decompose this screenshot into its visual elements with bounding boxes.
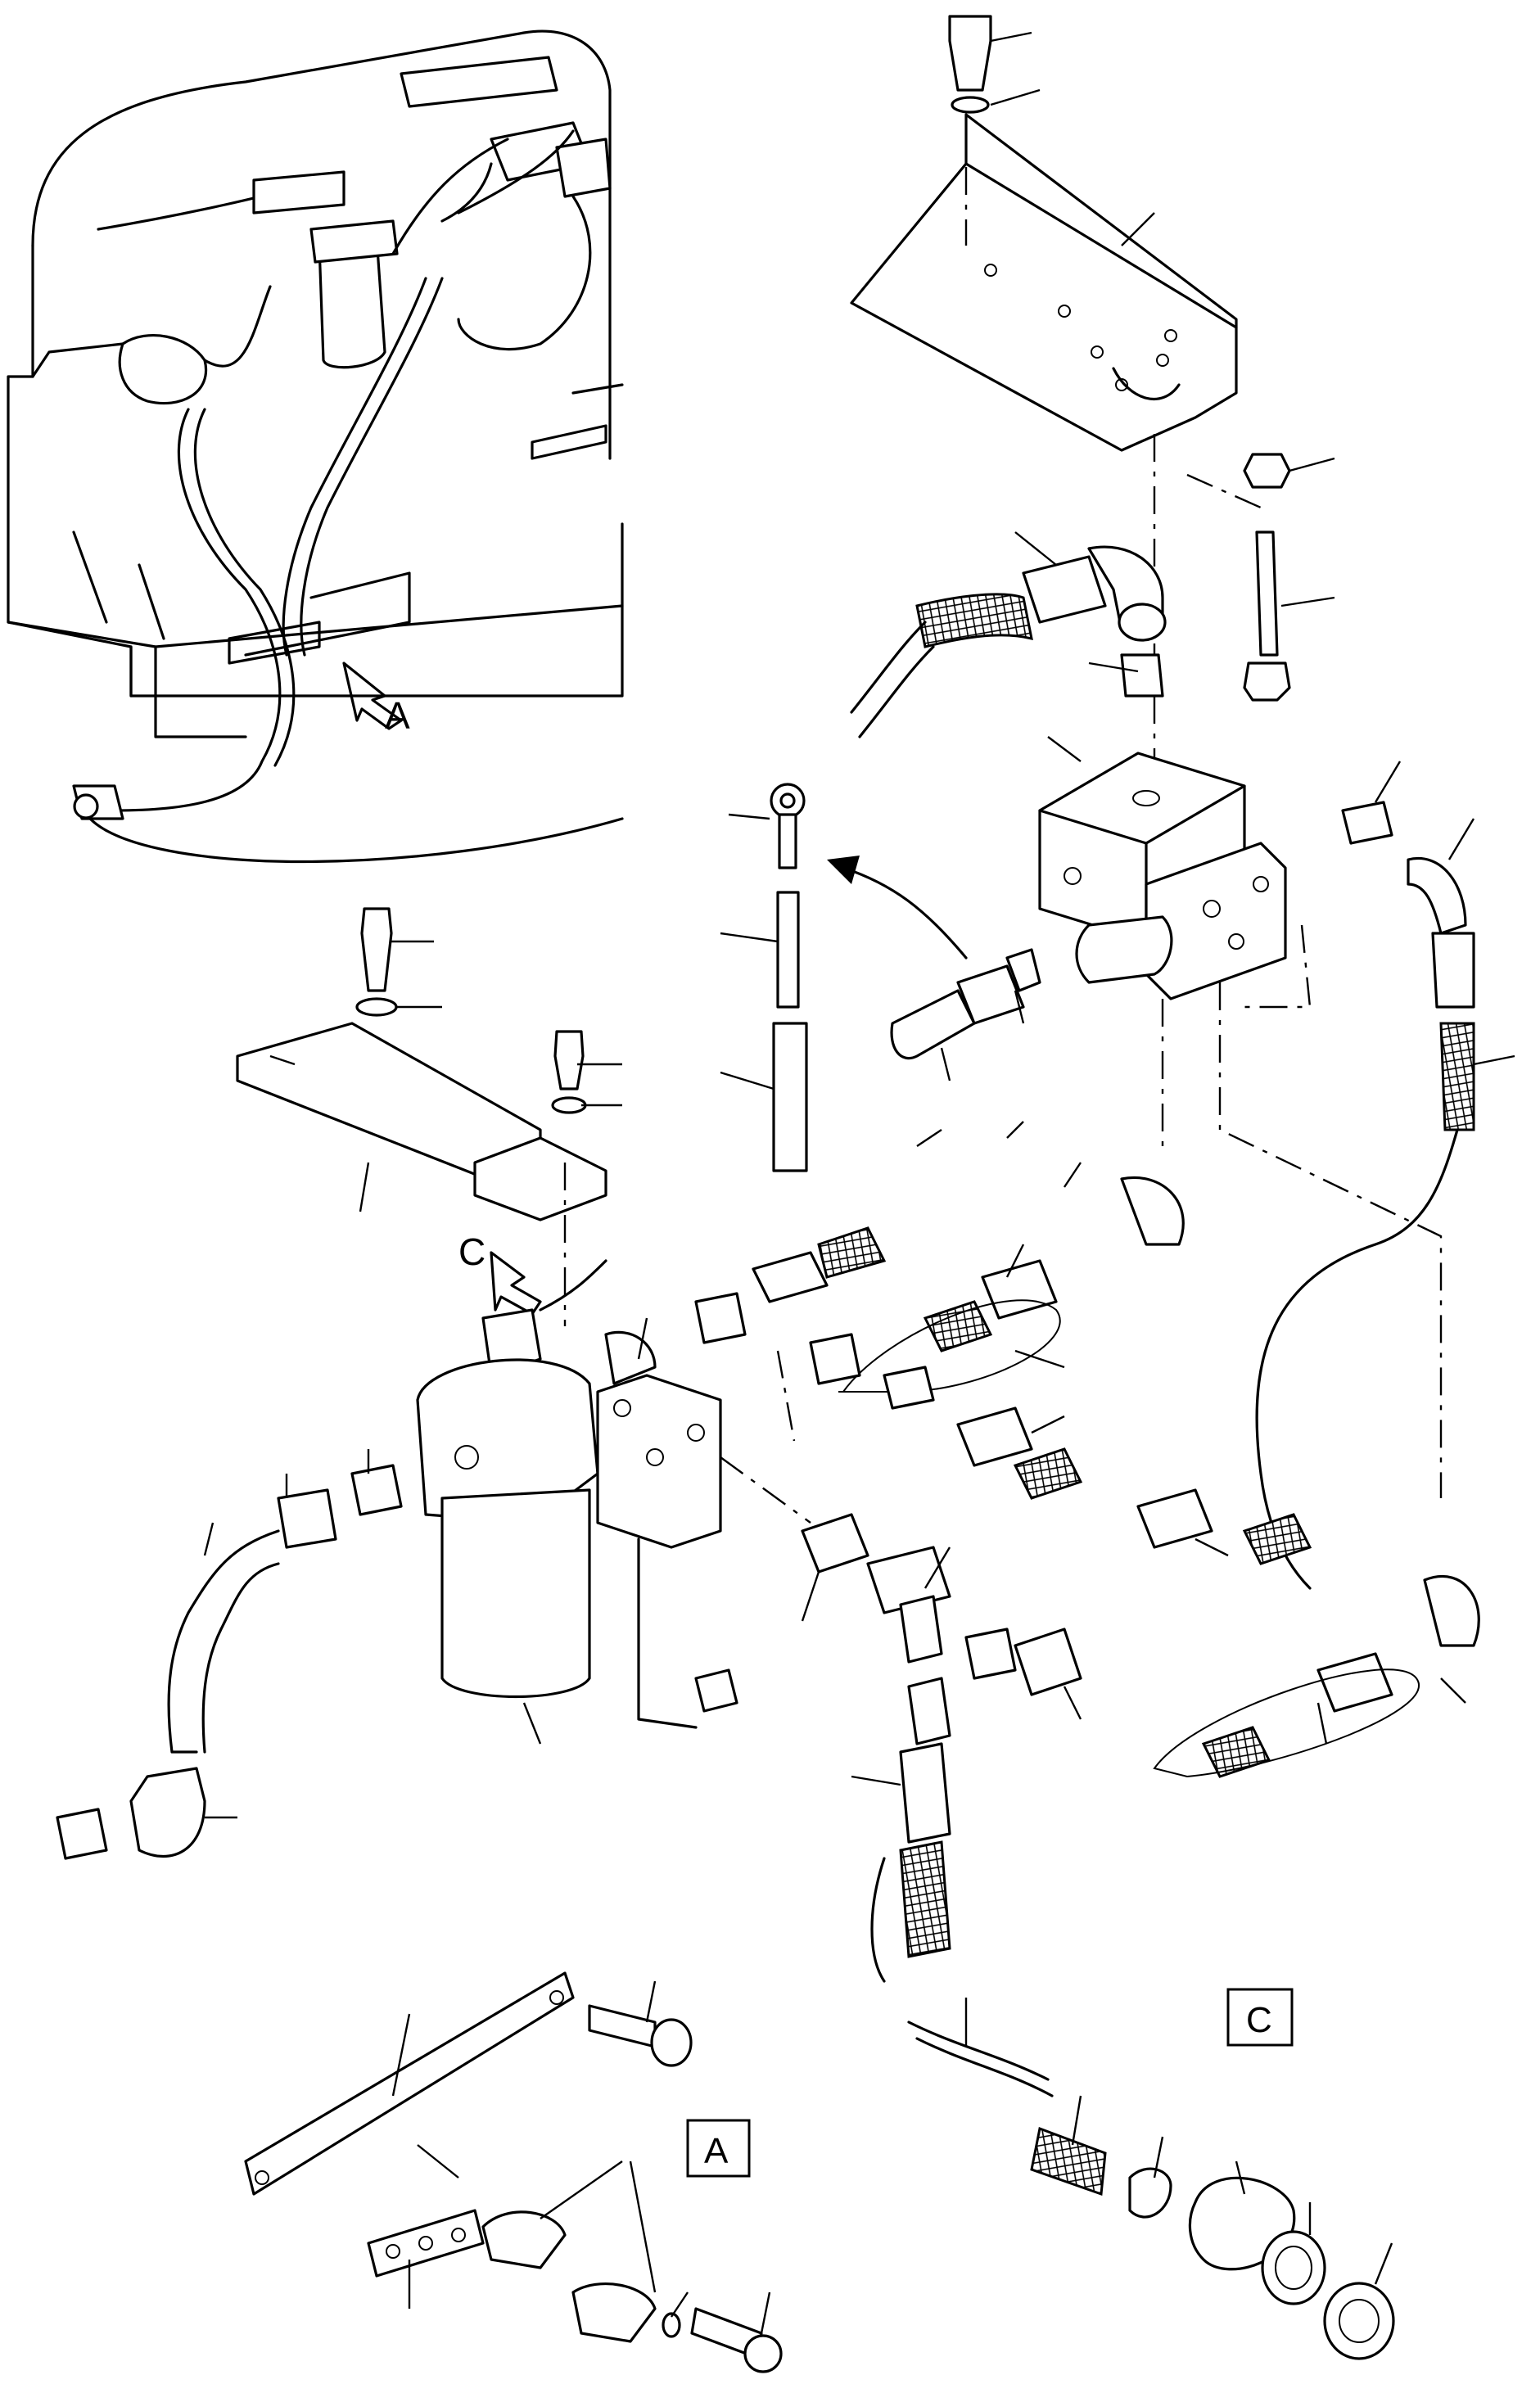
lower-left-bracket	[236, 907, 622, 1221]
detail-a: A	[244, 1971, 783, 2373]
assembly-centerlines	[563, 924, 1443, 1524]
nut-and-bolt	[1153, 434, 1335, 770]
detail-c-label: C	[1246, 2000, 1272, 2040]
center-hose-assemblies	[694, 1121, 1185, 1500]
tee-fittings	[801, 1488, 1480, 1778]
view-c-indicator: C	[458, 1230, 542, 1316]
elbow-hose-assembly	[850, 531, 1167, 738]
detail-a-label: A	[704, 2131, 729, 2171]
view-c-label: C	[458, 1230, 485, 1273]
machine-overview	[7, 29, 624, 864]
valve-block	[1038, 736, 1287, 1000]
pressure-filter	[416, 1259, 607, 1745]
direction-arrow	[827, 856, 968, 959]
lower-vertical-hose	[851, 1742, 951, 1983]
left-hose-assembly	[56, 1449, 403, 1860]
top-mounting-bracket	[850, 15, 1238, 452]
detail-c: C	[907, 1988, 1395, 2360]
right-hose-assembly	[1255, 761, 1515, 1590]
plug-connector	[890, 948, 1041, 1081]
manifold-block	[596, 1317, 738, 1729]
cable-terminal	[720, 783, 808, 1172]
view-a-indicator: A	[342, 661, 410, 737]
view-a-label: A	[385, 694, 410, 737]
